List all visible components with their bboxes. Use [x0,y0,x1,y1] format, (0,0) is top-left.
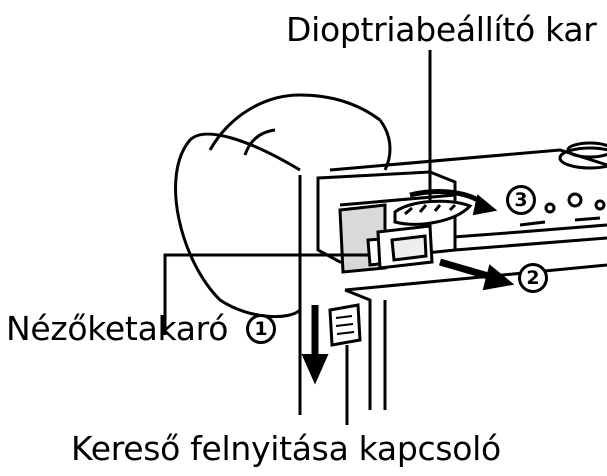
step-3-badge: 3 [506,185,536,215]
step-1-badge: 1 [246,314,276,344]
step-2-badge: 2 [518,263,548,293]
step-arrows [301,189,515,385]
finder-pop-up-switch-shape [328,303,362,347]
finder-pop-up-switch-label: Kereső felnyitása kapcsoló [71,429,501,468]
leader-lines [163,50,432,425]
eyecup-label: Nézőketakaró [6,309,229,348]
diopter-lever-label: Dioptriabeállító kar [286,10,597,49]
viewfinder [316,170,473,274]
